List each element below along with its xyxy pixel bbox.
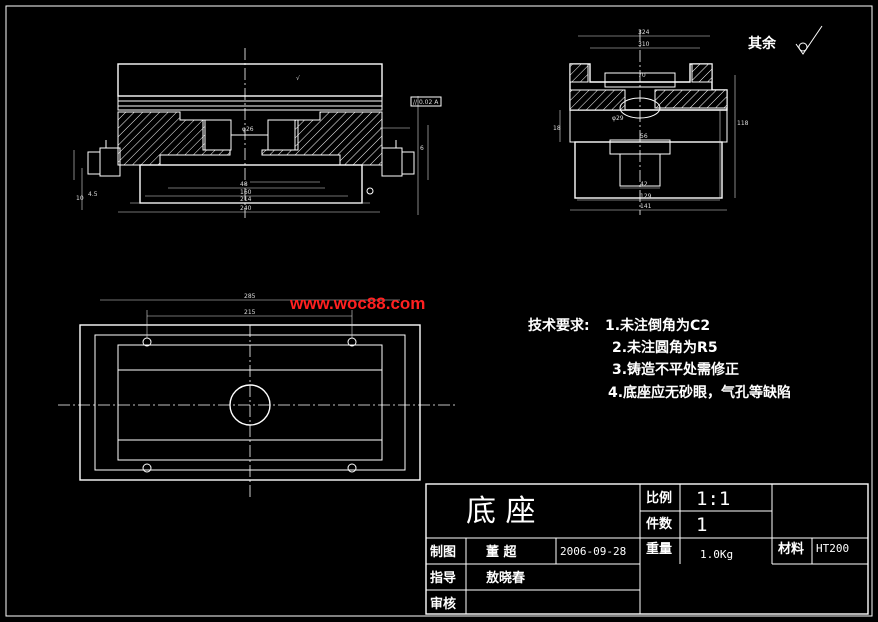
weight-label: 重量 bbox=[646, 541, 672, 557]
svg-text:310: 310 bbox=[638, 41, 650, 48]
drawn-date: 2006-09-28 bbox=[560, 545, 626, 558]
quantity-label: 件数 bbox=[646, 516, 673, 532]
svg-text:√: √ bbox=[296, 75, 300, 82]
svg-text:φ29: φ29 bbox=[612, 115, 624, 122]
tech-req-heading: 技术要求: bbox=[528, 317, 590, 334]
weight-value: 1.0Kg bbox=[700, 548, 733, 561]
front-section-view: 48 160 214 240 φ26 √ 6 10 4.5 // 0.02 A bbox=[73, 48, 442, 218]
material-label: 材料 bbox=[778, 541, 804, 557]
svg-text:φ26: φ26 bbox=[242, 126, 254, 133]
svg-text:285: 285 bbox=[244, 293, 256, 300]
watermark: www.woc88.com bbox=[289, 294, 425, 313]
svg-text:56: 56 bbox=[640, 133, 648, 140]
svg-text:215: 215 bbox=[244, 309, 256, 316]
svg-text:129: 129 bbox=[640, 193, 652, 200]
svg-text:10: 10 bbox=[76, 195, 84, 202]
svg-text:70: 70 bbox=[638, 72, 646, 79]
drawn-by: 董 超 bbox=[486, 544, 518, 560]
svg-text:240: 240 bbox=[240, 205, 252, 212]
material-value: HT200 bbox=[816, 542, 849, 555]
svg-text:48: 48 bbox=[240, 181, 248, 188]
guide-label: 指导 bbox=[430, 570, 456, 586]
part-name: 底 座 bbox=[466, 494, 536, 529]
quantity-value: 1 bbox=[696, 514, 707, 536]
svg-text:18: 18 bbox=[553, 125, 561, 132]
surface-finish-label: 其余 bbox=[748, 35, 777, 52]
svg-text:42: 42 bbox=[640, 181, 648, 188]
guide-by: 敖晓春 bbox=[486, 570, 526, 586]
svg-text:4.5: 4.5 bbox=[88, 191, 98, 198]
sheet-border bbox=[5, 5, 873, 617]
side-section-view: 324 310 70 56 42 129 141 φ29 118 18 bbox=[553, 29, 749, 215]
tech-req-item-4: 4.底座应无砂眼，气孔等缺陷 bbox=[608, 384, 791, 401]
svg-text:118: 118 bbox=[737, 120, 749, 127]
svg-text:160: 160 bbox=[240, 189, 252, 196]
tech-req-item-2: 2.未注圆角为R5 bbox=[612, 339, 718, 356]
svg-text:// 0.02 A: // 0.02 A bbox=[413, 99, 439, 106]
tech-req-item-1: 1.未注倒角为C2 bbox=[605, 317, 710, 334]
top-plan-view: 285 215 bbox=[58, 293, 455, 500]
surface-finish-note: 其余 bbox=[748, 25, 823, 55]
review-label: 审核 bbox=[430, 596, 456, 612]
roughness-symbol bbox=[795, 25, 823, 55]
scale-label: 比例 bbox=[646, 490, 672, 506]
technical-requirements: 技术要求: 1.未注倒角为C2 2.未注圆角为R5 3.铸造不平处需修正 4.底… bbox=[528, 317, 791, 401]
svg-text:141: 141 bbox=[640, 203, 652, 210]
svg-text:214: 214 bbox=[240, 196, 252, 203]
scale-value: 1:1 bbox=[696, 488, 730, 510]
svg-text:324: 324 bbox=[638, 29, 650, 36]
svg-text:6: 6 bbox=[420, 145, 424, 152]
drawn-label: 制图 bbox=[430, 544, 456, 560]
tech-req-item-3: 3.铸造不平处需修正 bbox=[612, 361, 739, 378]
title-block: 底 座 比例 1:1 件数 1 制图 董 超 2006-09-28 重量 1.0… bbox=[425, 483, 869, 615]
